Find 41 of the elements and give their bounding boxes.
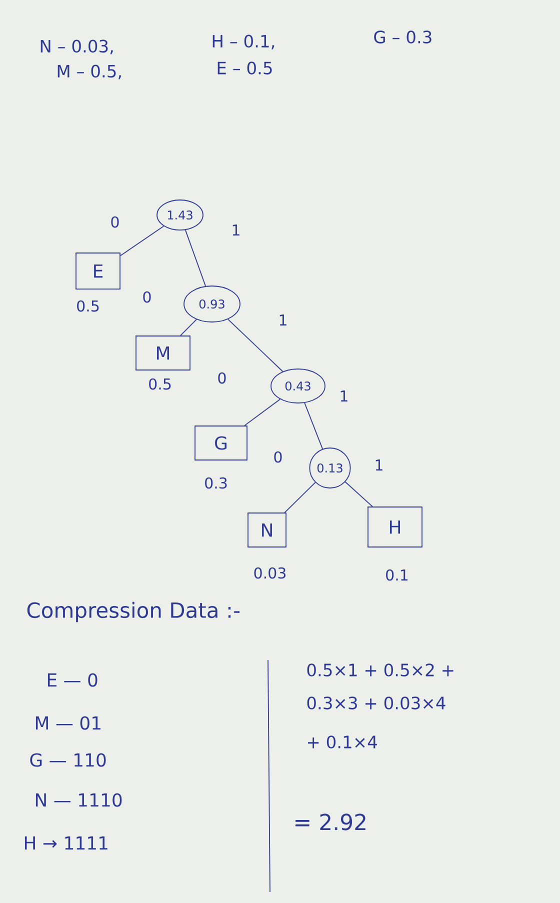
leaf-box: G xyxy=(194,426,248,460)
probability-text: N – 0.03, xyxy=(40,40,113,54)
edge-label: 1 xyxy=(277,314,289,326)
edge-label: 0 xyxy=(141,290,153,304)
formula-text: 0.5×1 + 0.5×2 + xyxy=(307,664,454,676)
connector xyxy=(284,482,316,513)
edge-label: 0 xyxy=(216,371,228,385)
connector xyxy=(120,226,164,256)
connector xyxy=(228,318,284,372)
probability-text: M – 0.5, xyxy=(58,64,121,80)
leaf-box: N xyxy=(248,512,286,548)
connector xyxy=(244,398,281,426)
leaf-box: H xyxy=(368,506,422,548)
probability-text: H – 0.1, xyxy=(212,34,274,50)
leaf-box: E xyxy=(76,252,120,290)
value-label: 0.03 xyxy=(254,567,286,579)
code-text: M — 01 xyxy=(36,716,100,730)
formula-text: 0.3×3 + 0.03×4 xyxy=(307,696,446,710)
value-label: 0.3 xyxy=(205,477,227,489)
formula-text: + 0.1×4 xyxy=(308,736,377,748)
value-label: 0.1 xyxy=(386,569,408,581)
edge-label: 1 xyxy=(338,390,350,402)
edge-label: 1 xyxy=(373,458,385,472)
result-text: = 2.92 xyxy=(296,814,366,830)
code-text: G — 110 xyxy=(30,753,106,767)
code-text: N — 1110 xyxy=(36,793,122,807)
connector xyxy=(344,481,373,507)
code-text: H → 1111 xyxy=(24,836,108,850)
connector xyxy=(184,230,206,286)
probability-text: E – 0.5 xyxy=(218,62,272,74)
probability-text: G – 0.3 xyxy=(374,30,432,44)
edge-label: 0 xyxy=(272,450,284,464)
edge-label: 0 xyxy=(109,215,121,229)
leaf-box: M xyxy=(136,336,190,370)
value-label: 0.5 xyxy=(77,300,99,312)
heading: Compression Data :- xyxy=(27,602,240,622)
code-text: E — 0 xyxy=(48,673,98,687)
value-label: 0.5 xyxy=(149,378,171,390)
connector xyxy=(304,402,323,450)
edge-label: 1 xyxy=(230,224,242,236)
connector xyxy=(180,319,197,336)
